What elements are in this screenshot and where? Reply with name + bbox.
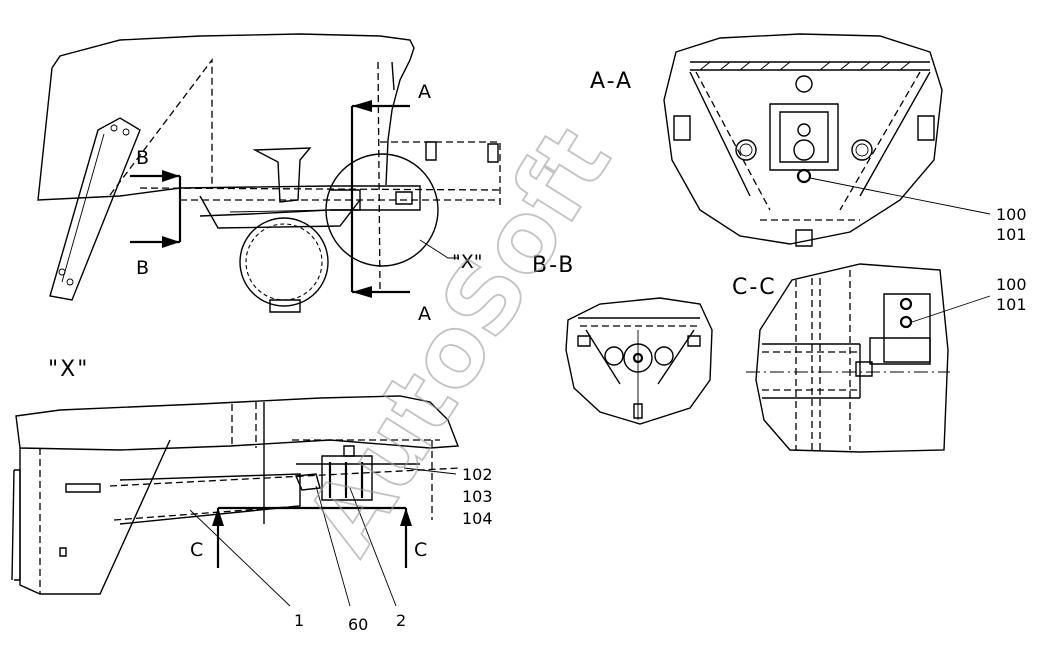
section-aa-view: A-A 10 <box>590 33 1027 247</box>
label-view-x-callout: "X" <box>452 251 483 273</box>
aa-part-101: 101 <box>996 225 1027 244</box>
section-cc-title: C-C <box>732 275 777 300</box>
aa-part-100: 100 <box>996 205 1027 224</box>
section-bb-title: B-B <box>532 253 575 278</box>
view-x-detail: "X" 102 103 104 1 <box>11 357 493 634</box>
x-part-102: 102 <box>462 465 493 484</box>
section-bb-view: B-B <box>532 253 713 425</box>
label-section-a-top: A <box>418 81 431 103</box>
section-cc-view: C-C 100 101 <box>732 263 1027 453</box>
x-part-103: 103 <box>462 487 493 506</box>
view-x-title: "X" <box>48 357 89 382</box>
main-side-view: A A B B "X" <box>37 33 501 325</box>
label-section-a-bottom: A <box>418 303 431 325</box>
x-part-1: 1 <box>294 611 304 630</box>
cc-part-100: 100 <box>996 275 1027 294</box>
label-section-b-bottom: B <box>136 257 149 279</box>
aa-hatch <box>699 61 911 71</box>
section-aa-title: A-A <box>590 69 633 94</box>
x-part-2: 2 <box>396 611 406 630</box>
label-section-c-left: C <box>190 539 203 561</box>
x-part-60: 60 <box>348 615 368 634</box>
label-section-c-right: C <box>414 539 427 561</box>
label-section-b-top: B <box>136 147 149 169</box>
cc-part-101: 101 <box>996 295 1027 314</box>
x-part-104: 104 <box>462 509 493 528</box>
